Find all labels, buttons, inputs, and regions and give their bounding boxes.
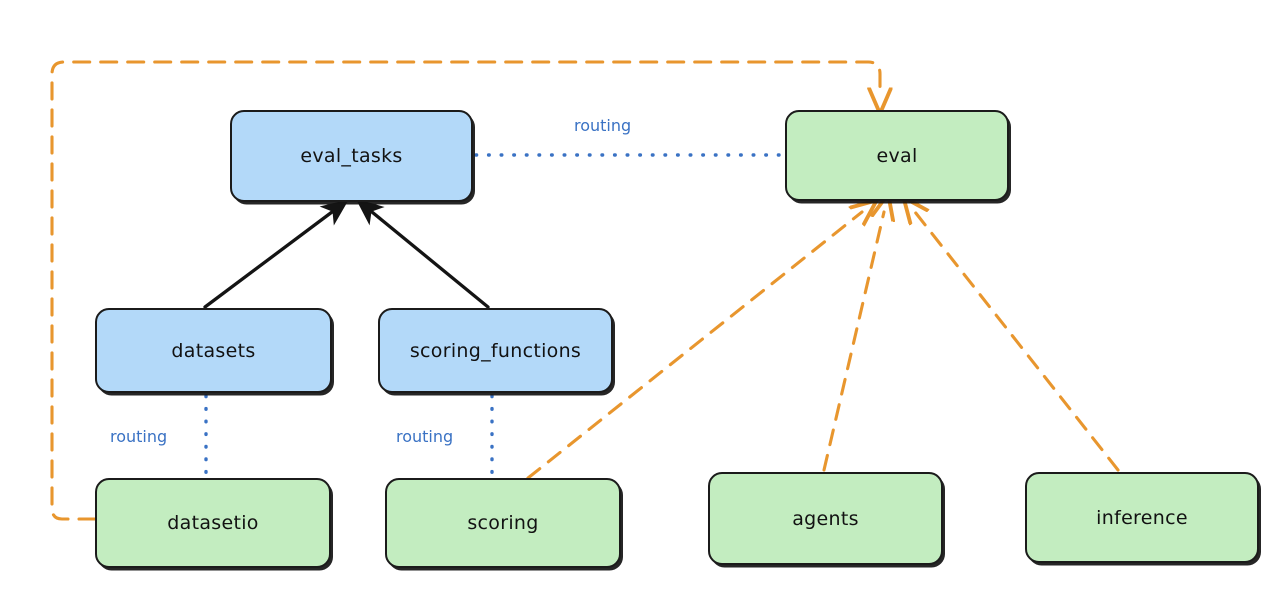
node-inference-label: inference — [1096, 506, 1188, 529]
node-eval-label: eval — [876, 144, 918, 167]
node-datasetio[interactable]: datasetio — [95, 478, 331, 568]
edge-agents-to-eval — [822, 212, 884, 472]
node-eval[interactable]: eval — [785, 110, 1009, 201]
edge-scoring-functions-to-eval-tasks — [355, 198, 490, 309]
edge-datasets-to-eval-tasks — [203, 199, 349, 309]
node-eval-tasks[interactable]: eval_tasks — [230, 110, 473, 202]
node-eval-tasks-label: eval_tasks — [300, 145, 403, 167]
node-datasets[interactable]: datasets — [95, 308, 332, 393]
edge-label-routing-eval-tasks-eval: routing — [574, 116, 632, 135]
node-scoring[interactable]: scoring — [385, 478, 621, 568]
node-scoring-functions-label: scoring_functions — [409, 339, 582, 362]
edge-datasetio-to-eval — [50, 60, 880, 521]
edge-scoring-to-eval — [526, 212, 862, 480]
node-datasetio-label: datasetio — [167, 512, 259, 534]
node-scoring-label: scoring — [467, 512, 539, 534]
edge-label-routing-scoring-functions-scoring: routing — [396, 427, 454, 446]
node-inference[interactable]: inference — [1025, 472, 1259, 563]
node-datasets-label: datasets — [171, 339, 256, 362]
node-agents[interactable]: agents — [708, 472, 943, 565]
edge-inference-to-eval — [915, 212, 1120, 472]
node-scoring-functions[interactable]: scoring_functions — [378, 308, 613, 393]
node-agents-label: agents — [792, 507, 859, 530]
edge-label-routing-datasets-datasetio: routing — [110, 427, 168, 446]
